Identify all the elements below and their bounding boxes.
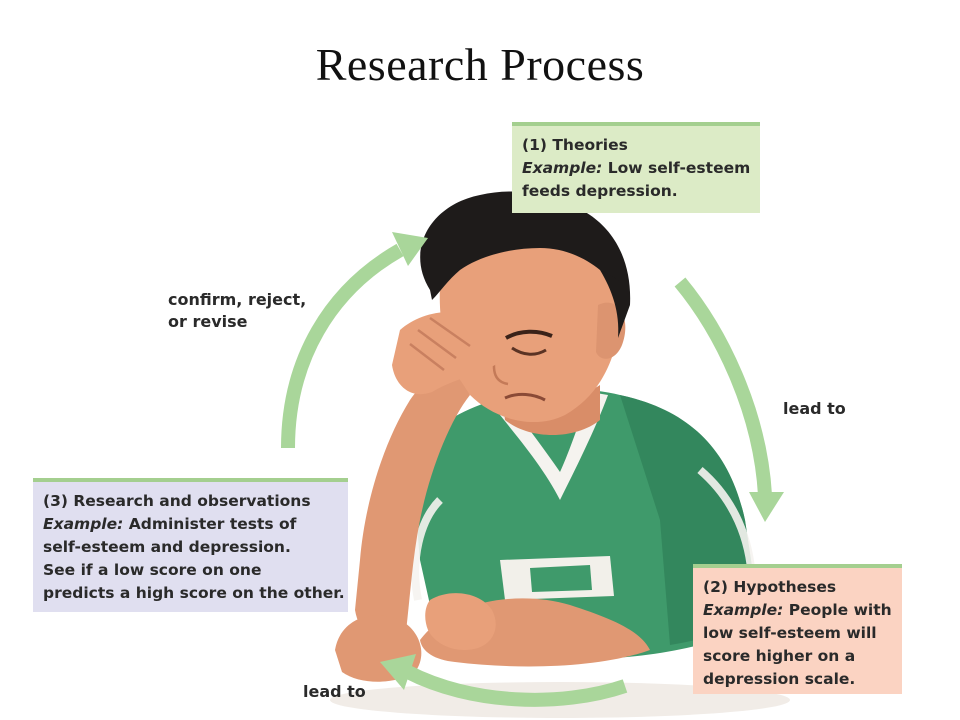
theories-example-text: Low self-esteem <box>602 159 751 177</box>
confirm-label-line-2: or revise <box>168 312 248 331</box>
research-example-text: Administer tests of <box>123 515 297 533</box>
research-example-label: Example: <box>43 515 124 533</box>
hypotheses-example-label: Example: <box>703 601 784 619</box>
research-box: (3) Research and observations Example: A… <box>33 478 348 612</box>
arrow-research-to-theories <box>281 243 404 449</box>
arrow-theories-to-hypotheses <box>674 277 772 496</box>
arrow-hypotheses-to-research <box>404 665 628 707</box>
arrowhead-right <box>749 492 784 522</box>
hypotheses-example-text: People with <box>783 601 892 619</box>
arrowhead-left <box>392 232 428 266</box>
arrowhead-bottom <box>380 654 416 690</box>
theories-heading: (1) Theories <box>522 136 628 154</box>
hypotheses-heading: (2) Hypotheses <box>703 578 837 596</box>
hypotheses-example-line: Example: People with <box>703 599 892 622</box>
hypotheses-example-line-4: depression scale. <box>703 670 856 688</box>
page-title: Research Process <box>315 39 645 90</box>
lead-to-label-right: lead to <box>783 399 846 418</box>
research-example-line-4: predicts a high score on the other. <box>43 584 345 602</box>
theories-box: (1) Theories Example: Low self-esteem fe… <box>512 122 760 213</box>
confirm-label-line-1: confirm, reject, <box>168 290 307 309</box>
confirm-reject-revise-label: confirm, reject, or revise <box>168 289 306 333</box>
arrowheads <box>380 232 784 690</box>
hypotheses-example-line-3: score higher on a <box>703 647 856 665</box>
research-example-line: Example: Administer tests of <box>43 513 338 536</box>
hypotheses-example-line-2: low self-esteem will <box>703 624 877 642</box>
research-heading: (3) Research and observations <box>43 492 311 510</box>
research-example-line-2: self-esteem and depression. <box>43 538 291 556</box>
lead-to-label-bottom: lead to <box>303 682 366 701</box>
cycle-arrows <box>281 243 772 707</box>
hypotheses-box: (2) Hypotheses Example: People with low … <box>693 564 902 694</box>
theories-example-label: Example: <box>522 159 603 177</box>
theories-example-line-2: feeds depression. <box>522 182 678 200</box>
theories-example-line: Example: Low self-esteem <box>522 157 750 180</box>
research-example-line-3: See if a low score on one <box>43 561 262 579</box>
